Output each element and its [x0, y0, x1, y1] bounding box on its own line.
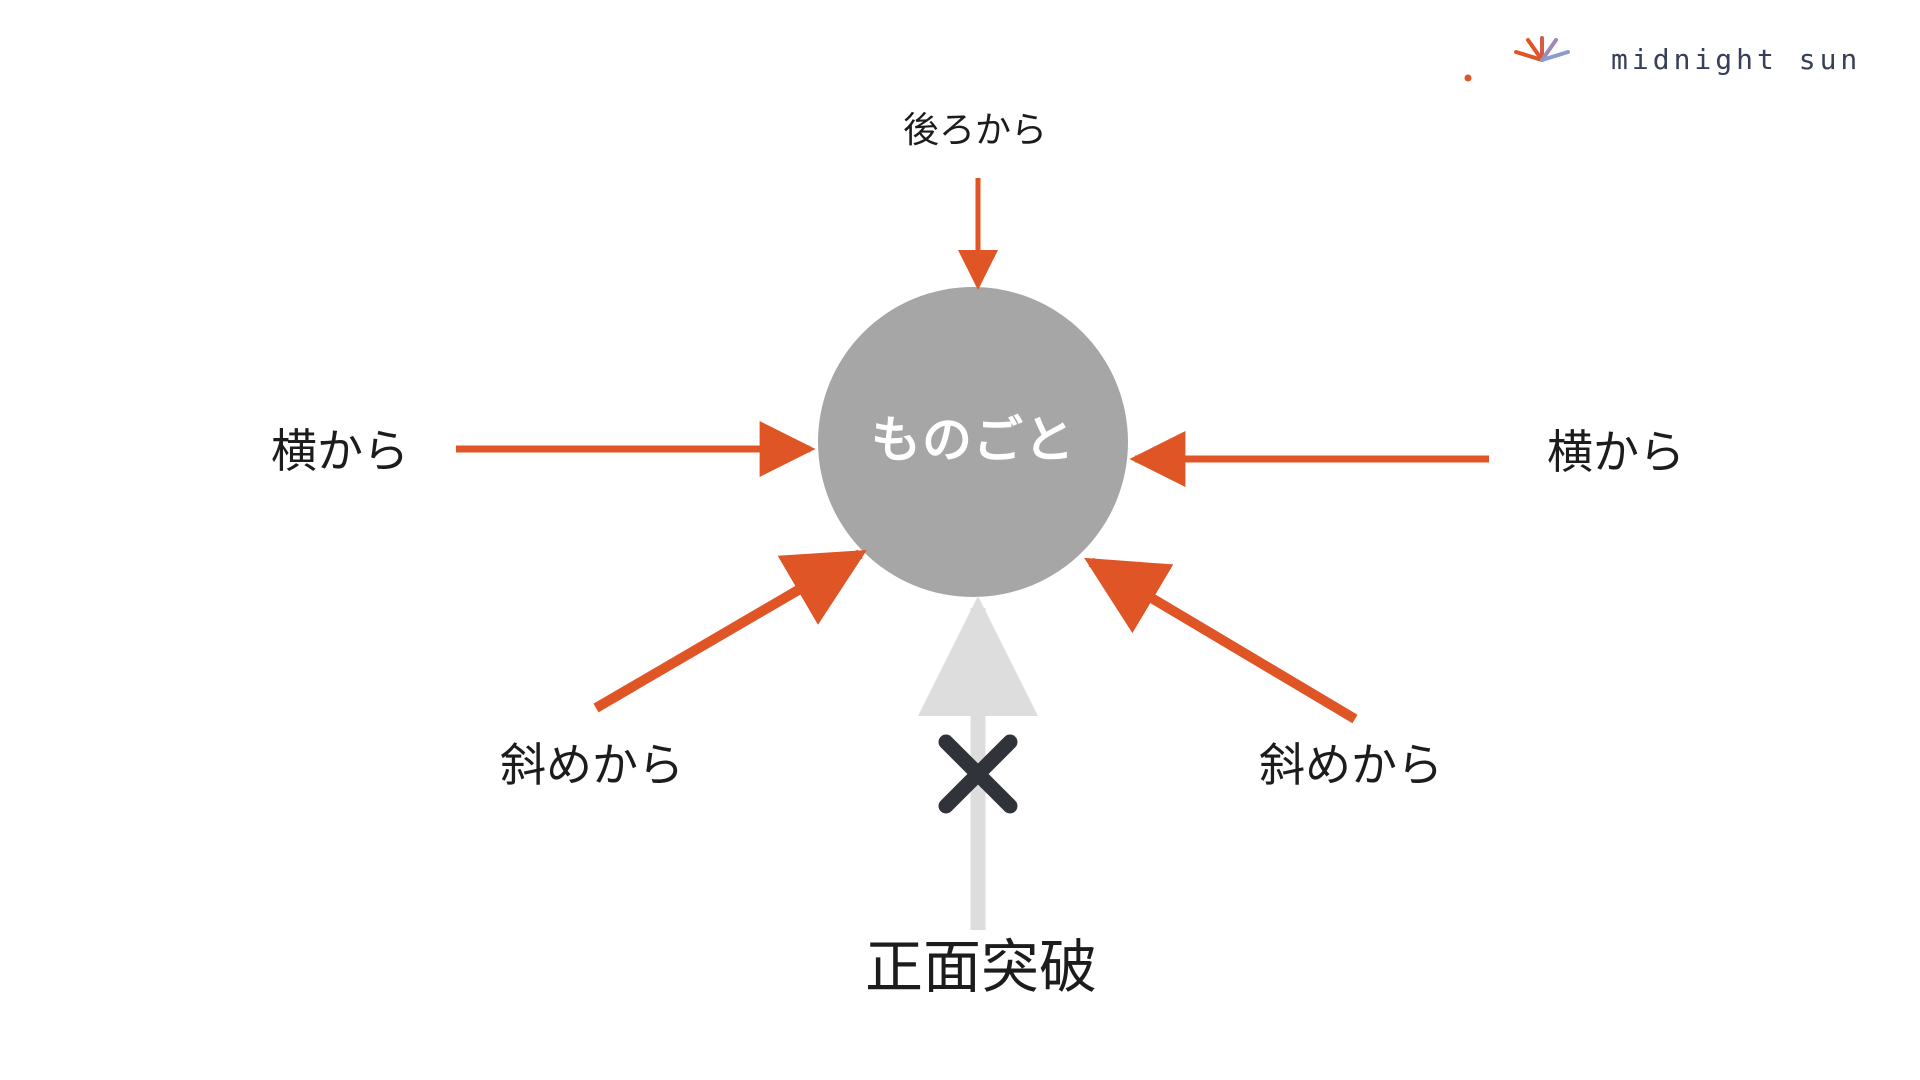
label-front: 正面突破	[865, 933, 1098, 1001]
cross-icon	[938, 734, 1018, 814]
arrow-diagonal-left	[593, 549, 867, 713]
label-diagonal-right: 斜めから	[1259, 738, 1443, 792]
brand-logo: midnight sun	[1462, 28, 1882, 98]
label-side-right: 横から	[1547, 425, 1685, 479]
center-label: ものごと	[871, 411, 1075, 469]
arrow-diagonal-right	[1084, 557, 1358, 724]
sunrise-logo-icon	[1464, 36, 1600, 82]
logo-text: midnight sun	[1611, 43, 1862, 76]
label-diagonal-left: 斜めから	[500, 738, 684, 792]
label-back: 後ろから	[903, 110, 1048, 151]
center-node	[818, 287, 1128, 597]
label-side-left: 横から	[271, 424, 409, 478]
